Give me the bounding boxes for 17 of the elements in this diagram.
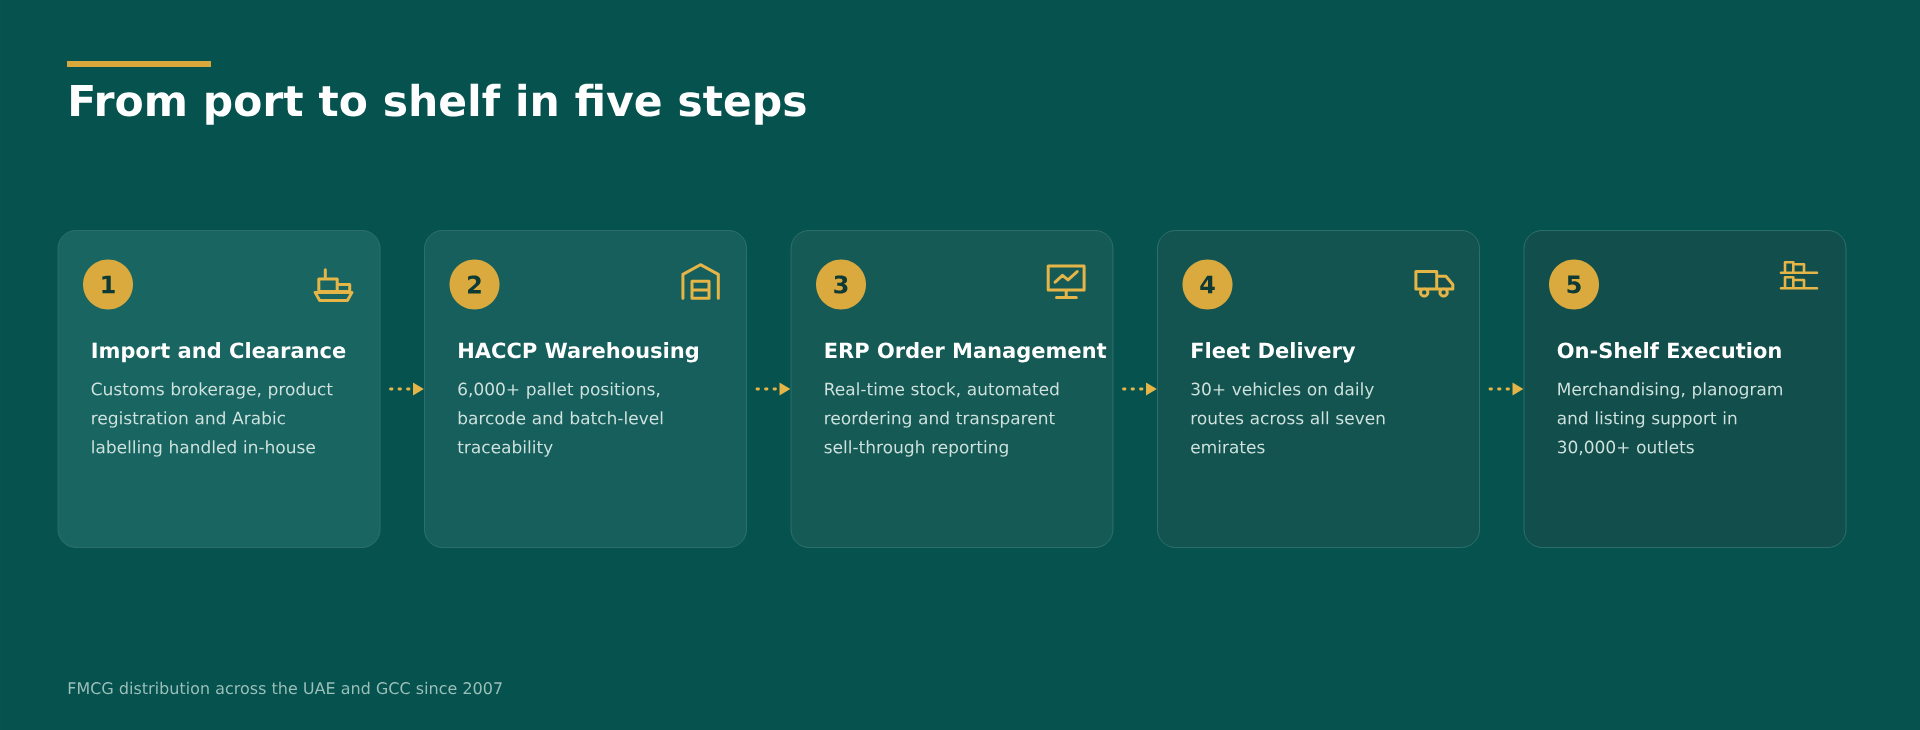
- step-description: 30+ vehicles on daily routes across all seven emirates: [1191, 382, 1385, 454]
- number-badge: 5: [1549, 259, 1599, 310]
- step-description: Customs brokerage, product registration and Arabic labelling handled in-house: [91, 382, 333, 457]
- footer-text: FMCG distribution across the UAE and GCC since 2007: [68, 681, 502, 695]
- number-badge: 3: [816, 259, 866, 310]
- number-badge: 4: [1182, 259, 1233, 310]
- step-description: 6,000+ pallet positions, barcode and batch-level traceability: [457, 382, 663, 457]
- step-description: Real-time stock, automated reordering and transparent sell-through reporting: [824, 382, 1059, 457]
- step-description: Merchandising, planogram and listing support in 30,000+ outlets: [1557, 382, 1782, 456]
- step-heading: On-Shelf Execution: [1557, 342, 1781, 359]
- title: From port to shelf in five steps: [71, 83, 806, 125]
- number-badge: 2: [449, 259, 500, 310]
- step-heading: HACCP Warehousing: [459, 342, 698, 363]
- step-heading: Import and Clearance: [92, 342, 346, 363]
- step-heading: ERP Order Management: [825, 342, 1107, 363]
- step-heading: Fleet Delivery: [1192, 342, 1356, 363]
- number-badge: 1: [83, 259, 133, 310]
